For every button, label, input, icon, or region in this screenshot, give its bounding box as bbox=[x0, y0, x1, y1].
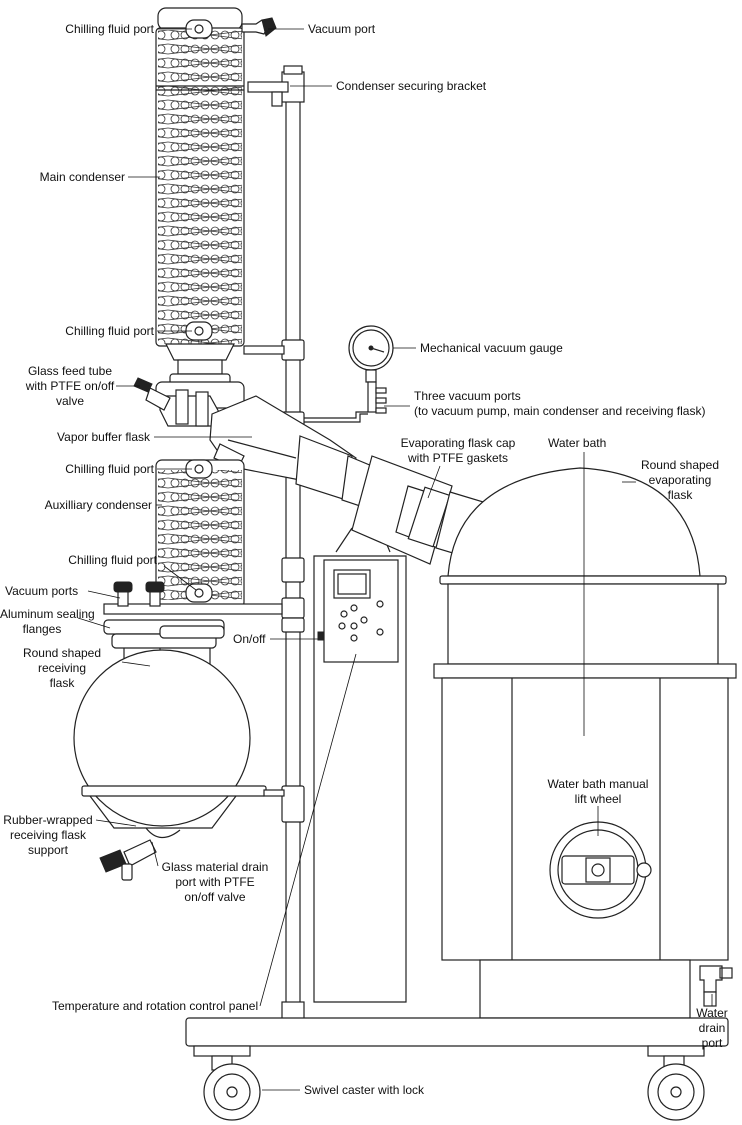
label-control-panel: Temperature and rotation control panel bbox=[52, 999, 259, 1013]
label-on-off: On/off bbox=[233, 632, 266, 646]
control-panel-drawing bbox=[313, 527, 407, 1003]
label-chilling-fluid-port-low: Chilling fluid port bbox=[68, 553, 157, 567]
label-mechanical-vacuum-gauge: Mechanical vacuum gauge bbox=[420, 341, 563, 355]
base-drawing bbox=[185, 1017, 729, 1121]
label-chilling-fluid-port-mid: Chilling fluid port bbox=[65, 324, 154, 338]
label-chilling-fluid-port-top: Chilling fluid port bbox=[65, 22, 154, 36]
label-main-condenser: Main condenser bbox=[39, 170, 125, 184]
label-auxiliary-condenser: Auxilliary condenser bbox=[44, 498, 152, 512]
label-vacuum-ports: Vacuum ports bbox=[5, 584, 79, 598]
support-rod-drawing bbox=[243, 65, 305, 1021]
label-vapor-buffer-flask: Vapor buffer flask bbox=[57, 430, 150, 444]
label-vacuum-port: Vacuum port bbox=[308, 22, 376, 36]
label-condenser-securing-bracket: Condenser securing bracket bbox=[336, 79, 487, 93]
vacuum-gauge-drawing bbox=[304, 325, 394, 423]
label-three-vacuum-ports: Three vacuum ports(to vacuum pump, main … bbox=[414, 389, 706, 418]
auxiliary-condenser-drawing bbox=[155, 459, 245, 609]
water-bath-drawing bbox=[351, 455, 737, 1019]
leader-lines bbox=[77, 28, 713, 1091]
receiving-flask-drawing bbox=[73, 581, 285, 881]
label-chilling-fluid-port-aux: Chilling fluid port bbox=[65, 462, 154, 476]
label-swivel-caster: Swivel caster with lock bbox=[304, 1083, 425, 1097]
label-water-bath: Water bath bbox=[548, 436, 607, 450]
main-condenser-drawing bbox=[155, 7, 277, 385]
